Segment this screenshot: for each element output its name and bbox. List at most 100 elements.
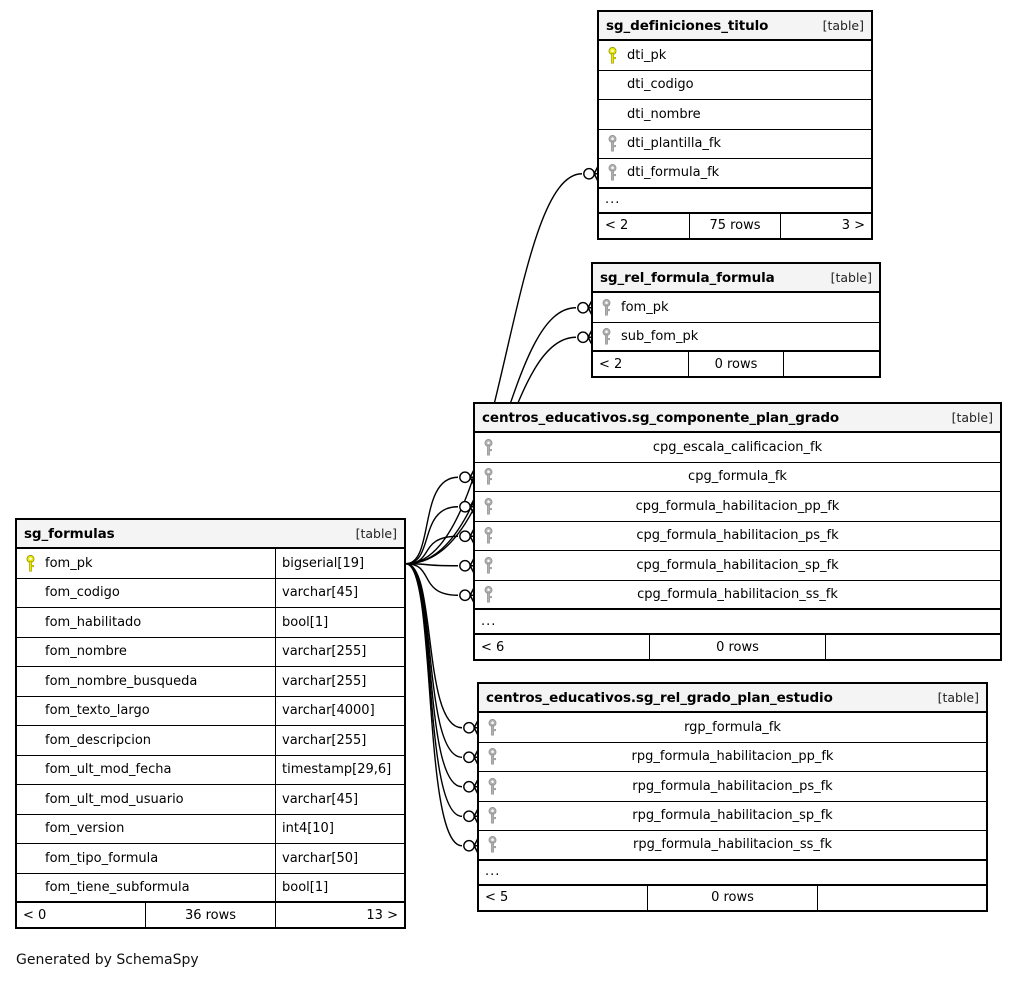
column-row[interactable]: cpg_escala_calificacion_fk (475, 433, 1000, 463)
footer-parents-count: < 5 (485, 890, 509, 905)
key-icon-foreign (479, 772, 505, 801)
column-row[interactable]: fom_ult_mod_usuario varchar[45] (17, 785, 404, 815)
column-type: varchar[255] (275, 667, 404, 696)
column-type: varchar[45] (275, 785, 404, 814)
cardinality-zero-ring (583, 167, 595, 180)
column-name: fom_nombre_busqueda (45, 673, 198, 689)
table-header-sg_componente_plan_grado: centros_educativos.sg_componente_plan_gr… (475, 404, 1000, 433)
table-box-sg_componente_plan_grado[interactable]: centros_educativos.sg_componente_plan_gr… (473, 402, 1002, 661)
footer-row-count: 75 rows (689, 213, 781, 238)
generator-credit: Generated by SchemaSpy (16, 952, 199, 968)
column-row[interactable]: rpg_formula_habilitacion_pp_fk (479, 742, 986, 772)
key-icon-foreign (475, 433, 501, 462)
key-icon-primary (17, 549, 43, 578)
key-icon-foreign (475, 463, 501, 492)
footer-row-count: 36 rows (145, 903, 276, 927)
column-type: varchar[255] (275, 726, 404, 755)
column-name: cpg_escala_calificacion_fk (652, 439, 823, 455)
column-row[interactable]: cpg_formula_habilitacion_pp_fk (475, 492, 1000, 522)
column-type: varchar[50] (275, 844, 404, 873)
column-name: dti_pk (627, 47, 667, 63)
key-icon-none (17, 579, 43, 608)
relationship-edge (405, 563, 459, 567)
table-name: sg_definiciones_titulo (606, 17, 769, 34)
column-name: cpg_formula_habilitacion_pp_fk (635, 498, 840, 514)
footer-parents-count: < 0 (23, 907, 47, 923)
column-name: dti_formula_fk (627, 165, 720, 181)
column-name: fom_pk (621, 299, 669, 315)
column-row[interactable]: cpg_formula_habilitacion_ss_fk (475, 580, 1000, 610)
key-icon-foreign (479, 802, 505, 831)
column-type: varchar[4000] (275, 696, 404, 725)
key-icon-none (17, 726, 43, 755)
relationship-edge (405, 506, 459, 565)
key-icon-none (17, 874, 43, 902)
table-box-sg_rel_grado_plan_estudio[interactable]: centros_educativos.sg_rel_grado_plan_est… (477, 682, 988, 912)
column-row[interactable]: cpg_formula_fk (475, 462, 1000, 492)
column-row[interactable]: dti_plantilla_fk (599, 129, 871, 159)
table-box-sg_definiciones_titulo[interactable]: sg_definiciones_titulo[table] dti_pk dti_c… (597, 10, 873, 240)
footer-children-count (818, 886, 986, 910)
column-name: fom_texto_largo (45, 703, 150, 719)
relationship-edge (405, 563, 463, 788)
key-icon-none (17, 697, 43, 726)
cardinality-zero-ring (577, 301, 589, 314)
table-header-sg_definiciones_titulo: sg_definiciones_titulo[table] (599, 12, 871, 41)
column-row[interactable]: fom_codigo varchar[45] (17, 578, 404, 608)
more-columns-ellipsis: ... (599, 188, 871, 214)
column-row[interactable]: dti_codigo (599, 70, 871, 100)
footer-children-count: 3 > (841, 218, 865, 233)
column-name: fom_tiene_subformula (45, 879, 190, 895)
column-row[interactable]: dti_pk (599, 41, 871, 71)
column-row[interactable]: fom_tipo_formula varchar[50] (17, 844, 404, 874)
column-row[interactable]: cpg_formula_habilitacion_ps_fk (475, 521, 1000, 551)
relationship-edge (405, 563, 463, 729)
column-row[interactable]: dti_formula_fk (599, 159, 871, 189)
key-icon-none (17, 608, 43, 637)
column-name: dti_codigo (627, 77, 694, 93)
column-row[interactable]: fom_pk (593, 293, 879, 323)
key-icon-none (599, 100, 625, 129)
column-name: fom_tipo_formula (45, 850, 159, 866)
column-row[interactable]: fom_nombre_busqueda varchar[255] (17, 667, 404, 697)
column-row[interactable]: sub_fom_pk (593, 322, 879, 352)
footer-children-count (784, 352, 879, 376)
key-icon-none (17, 638, 43, 667)
table-name: sg_rel_formula_formula (600, 269, 775, 286)
table-name: centros_educativos.sg_componente_plan_gr… (482, 409, 840, 426)
footer-parents-count: < 2 (599, 356, 623, 372)
key-icon-foreign (599, 130, 625, 159)
column-row[interactable]: rpg_formula_habilitacion_ps_fk (479, 772, 986, 802)
table-header-sg_formulas: sg_formulas[table] (17, 520, 404, 549)
cardinality-zero-ring (463, 810, 475, 823)
column-type: varchar[45] (275, 578, 404, 607)
column-row[interactable]: rgp_formula_fk (479, 713, 986, 743)
more-columns-ellipsis: ... (475, 610, 1000, 635)
key-icon-foreign (479, 831, 505, 859)
column-name: rpg_formula_habilitacion_sp_fk (632, 808, 833, 824)
key-icon-primary (599, 41, 625, 70)
column-row[interactable]: rpg_formula_habilitacion_sp_fk (479, 801, 986, 831)
column-name: cpg_formula_habilitacion_sp_fk (636, 557, 839, 573)
footer-row-count: 0 rows (687, 352, 785, 376)
key-icon-none (17, 667, 43, 696)
column-row[interactable]: dti_nombre (599, 100, 871, 130)
column-row[interactable]: fom_texto_largo varchar[4000] (17, 696, 404, 726)
column-name: fom_ult_mod_usuario (45, 791, 184, 807)
key-icon-none (17, 756, 43, 785)
column-row[interactable]: rpg_formula_habilitacion_ss_fk (479, 831, 986, 861)
column-row[interactable]: cpg_formula_habilitacion_sp_fk (475, 551, 1000, 581)
column-name: fom_codigo (45, 585, 120, 601)
column-name: cpg_formula_fk (688, 469, 787, 485)
